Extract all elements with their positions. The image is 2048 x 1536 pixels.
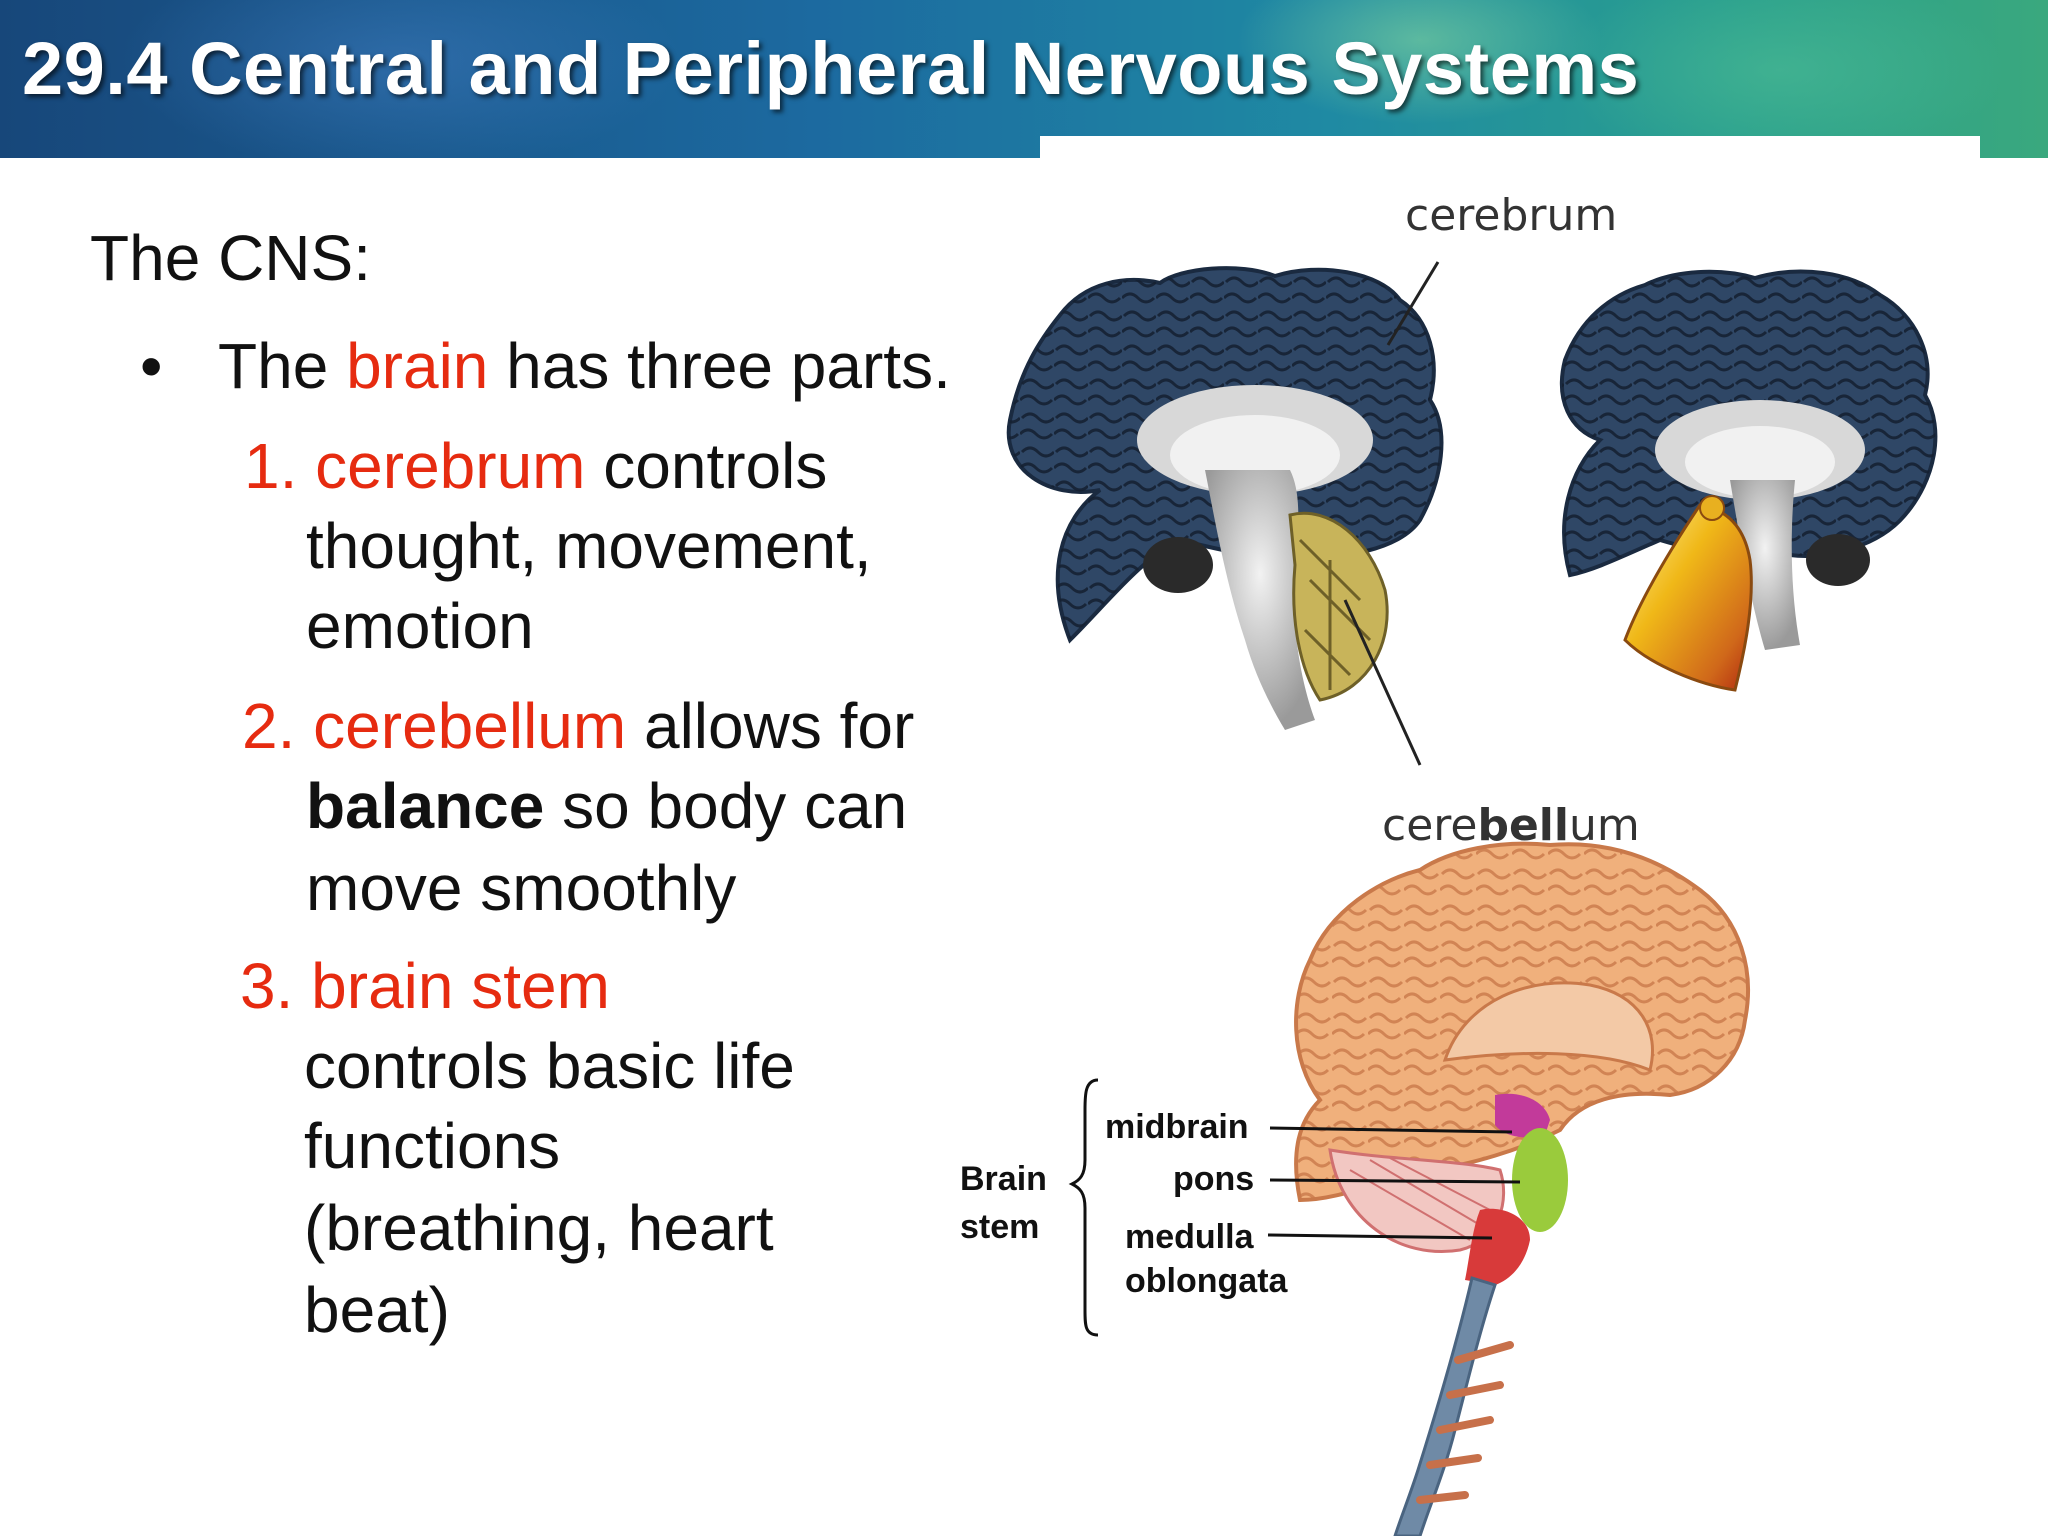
cerebellum-label: cerebellum	[1382, 800, 1640, 851]
pons-label: pons	[1173, 1160, 1255, 1198]
left-brain-illustration	[1006, 266, 1444, 730]
midbrain-label: midbrain	[1105, 1108, 1249, 1146]
item-cerebrum-rest: controls	[585, 430, 828, 502]
item-brainstem-term: 3. brain stem	[240, 950, 610, 1022]
image-panel	[1040, 136, 1980, 158]
cerebrum-label: cerebrum	[1405, 190, 1618, 241]
item-cerebrum-line: 1. cerebrum controls	[244, 434, 827, 498]
bullet-brain-line: The brain has three parts.	[218, 334, 951, 398]
item-cerebrum-cont-1: thought, movement,	[306, 510, 872, 582]
bullet-pre: The	[218, 330, 347, 402]
cerebellum-leader-line	[1343, 599, 1422, 766]
item-cerebellum-rest-2: so body can	[544, 770, 908, 842]
slide-title: 29.4 Central and Peripheral Nervous Syst…	[22, 27, 1640, 110]
item-cerebellum-line: 2. cerebellum allows for	[242, 694, 914, 758]
cerebellum-label-post: um	[1568, 800, 1640, 851]
item-cerebellum-bold: balance	[306, 770, 545, 842]
pons-pointer-line	[1269, 1178, 1521, 1184]
item-brainstem-cont-4: beat)	[304, 1274, 450, 1346]
item-cerebellum-cont-1: balance so body can	[306, 774, 907, 838]
bullet-marker: •	[140, 330, 163, 402]
cerebrum-leader-line	[1386, 261, 1440, 346]
medulla-pointer-line	[1267, 1233, 1493, 1240]
brain-stem-label-2: stem	[960, 1208, 1040, 1246]
brain-stem-label-1: Brain	[960, 1160, 1047, 1198]
item-cerebrum-cont-2: emotion	[306, 590, 534, 662]
item-brainstem-cont-2: functions	[304, 1110, 561, 1182]
midbrain-pointer-line	[1269, 1126, 1513, 1134]
cns-heading: The CNS:	[90, 222, 371, 294]
item-cerebellum-rest: allows for	[626, 690, 915, 762]
item-brainstem-cont-3: (breathing, heart	[304, 1192, 774, 1264]
right-brain-bell-illustration	[1559, 269, 1938, 692]
cerebellum-label-pre: cere	[1382, 800, 1478, 851]
medulla-label: medulla	[1125, 1218, 1254, 1256]
bullet-highlight-brain: brain	[346, 330, 489, 402]
oblongata-label: oblongata	[1125, 1262, 1288, 1300]
item-cerebrum-term: 1. cerebrum	[244, 430, 586, 502]
item-cerebellum-cont-2: move smoothly	[306, 852, 737, 924]
sagittal-brain-illustration	[1294, 841, 1750, 1536]
item-brainstem-cont-1: controls basic life	[304, 1030, 795, 1102]
bullet-post: has three parts.	[488, 330, 951, 402]
item-cerebellum-term: 2. cerebellum	[242, 690, 627, 762]
brain-stem-brace	[1068, 1078, 1099, 1337]
title-banner: 29.4 Central and Peripheral Nervous Syst…	[0, 0, 2048, 158]
cerebellum-label-bold: bell	[1477, 800, 1569, 851]
